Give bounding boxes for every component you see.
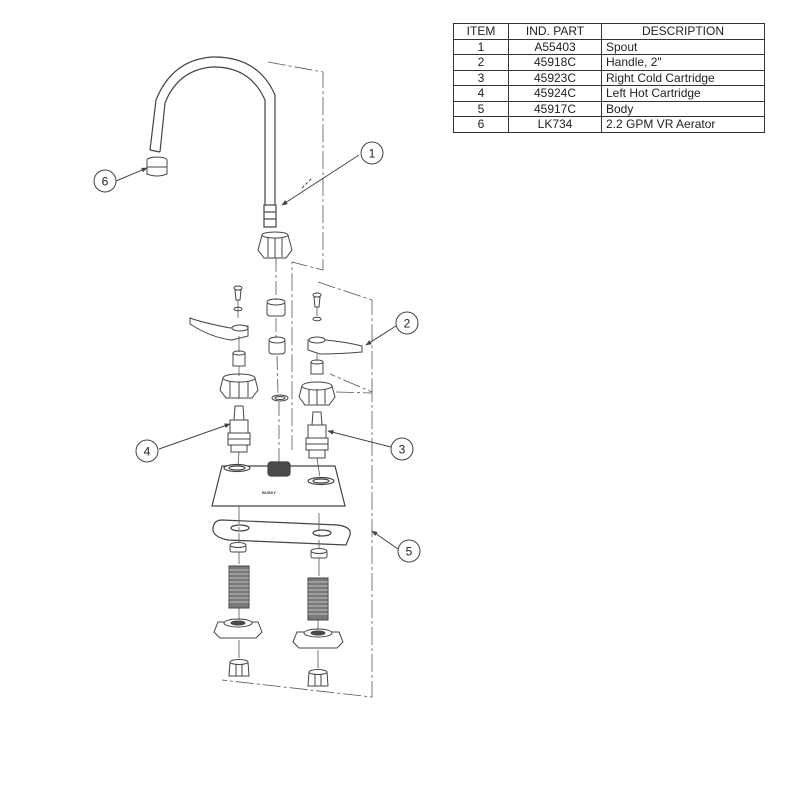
base-plate xyxy=(212,519,351,546)
spout-part xyxy=(149,56,277,228)
table-row: 3 45923C Right Cold Cartridge xyxy=(453,69,765,86)
callout-label: 4 xyxy=(144,445,151,459)
right-cold-cartridge xyxy=(305,411,329,459)
washers xyxy=(229,542,328,559)
callout-2: 2 xyxy=(395,311,419,335)
callout-label: 1 xyxy=(369,147,376,161)
callout-5: 5 xyxy=(397,539,421,563)
table-row: 2 45918C Handle, 2" xyxy=(453,54,765,71)
left-handle-assembly xyxy=(189,285,259,399)
left-hot-cartridge xyxy=(227,405,251,453)
right-handle-assembly xyxy=(298,292,363,406)
parts-table: ITEM IND. PART DESCRIPTION 1 A55403 Spou… xyxy=(453,23,765,133)
body-brand-label: BUSKY xyxy=(262,490,276,495)
assembly-dashed-lines xyxy=(221,61,373,698)
aerator-part xyxy=(146,156,168,177)
table-row: 5 45917C Body xyxy=(453,100,765,117)
callout-1: 1 xyxy=(360,141,384,165)
callout-3: 3 xyxy=(390,437,414,461)
leader-lines xyxy=(115,154,399,550)
table-row: 6 LK734 2.2 GPM VR Aerator xyxy=(453,116,765,133)
mounting-nuts xyxy=(213,618,344,649)
spout-nut xyxy=(257,231,293,259)
callout-4: 4 xyxy=(135,439,159,463)
callout-label: 2 xyxy=(404,317,411,331)
part-description: 2.2 GPM VR Aerator xyxy=(601,116,765,133)
callout-label: 5 xyxy=(406,545,413,559)
callout-6: 6 xyxy=(93,169,117,193)
part-description: Handle, 2" xyxy=(601,54,765,71)
center-axis-line xyxy=(275,258,280,465)
part-number: LK734 xyxy=(508,116,602,133)
callout-label: 6 xyxy=(102,175,109,189)
callout-label: 3 xyxy=(399,443,406,457)
spout-o-rings xyxy=(266,298,289,402)
coupling-nuts xyxy=(228,659,329,687)
part-description: Left Hot Cartridge xyxy=(601,85,765,102)
faucet-body: BUSKY xyxy=(211,461,346,507)
threaded-shanks xyxy=(228,565,329,621)
